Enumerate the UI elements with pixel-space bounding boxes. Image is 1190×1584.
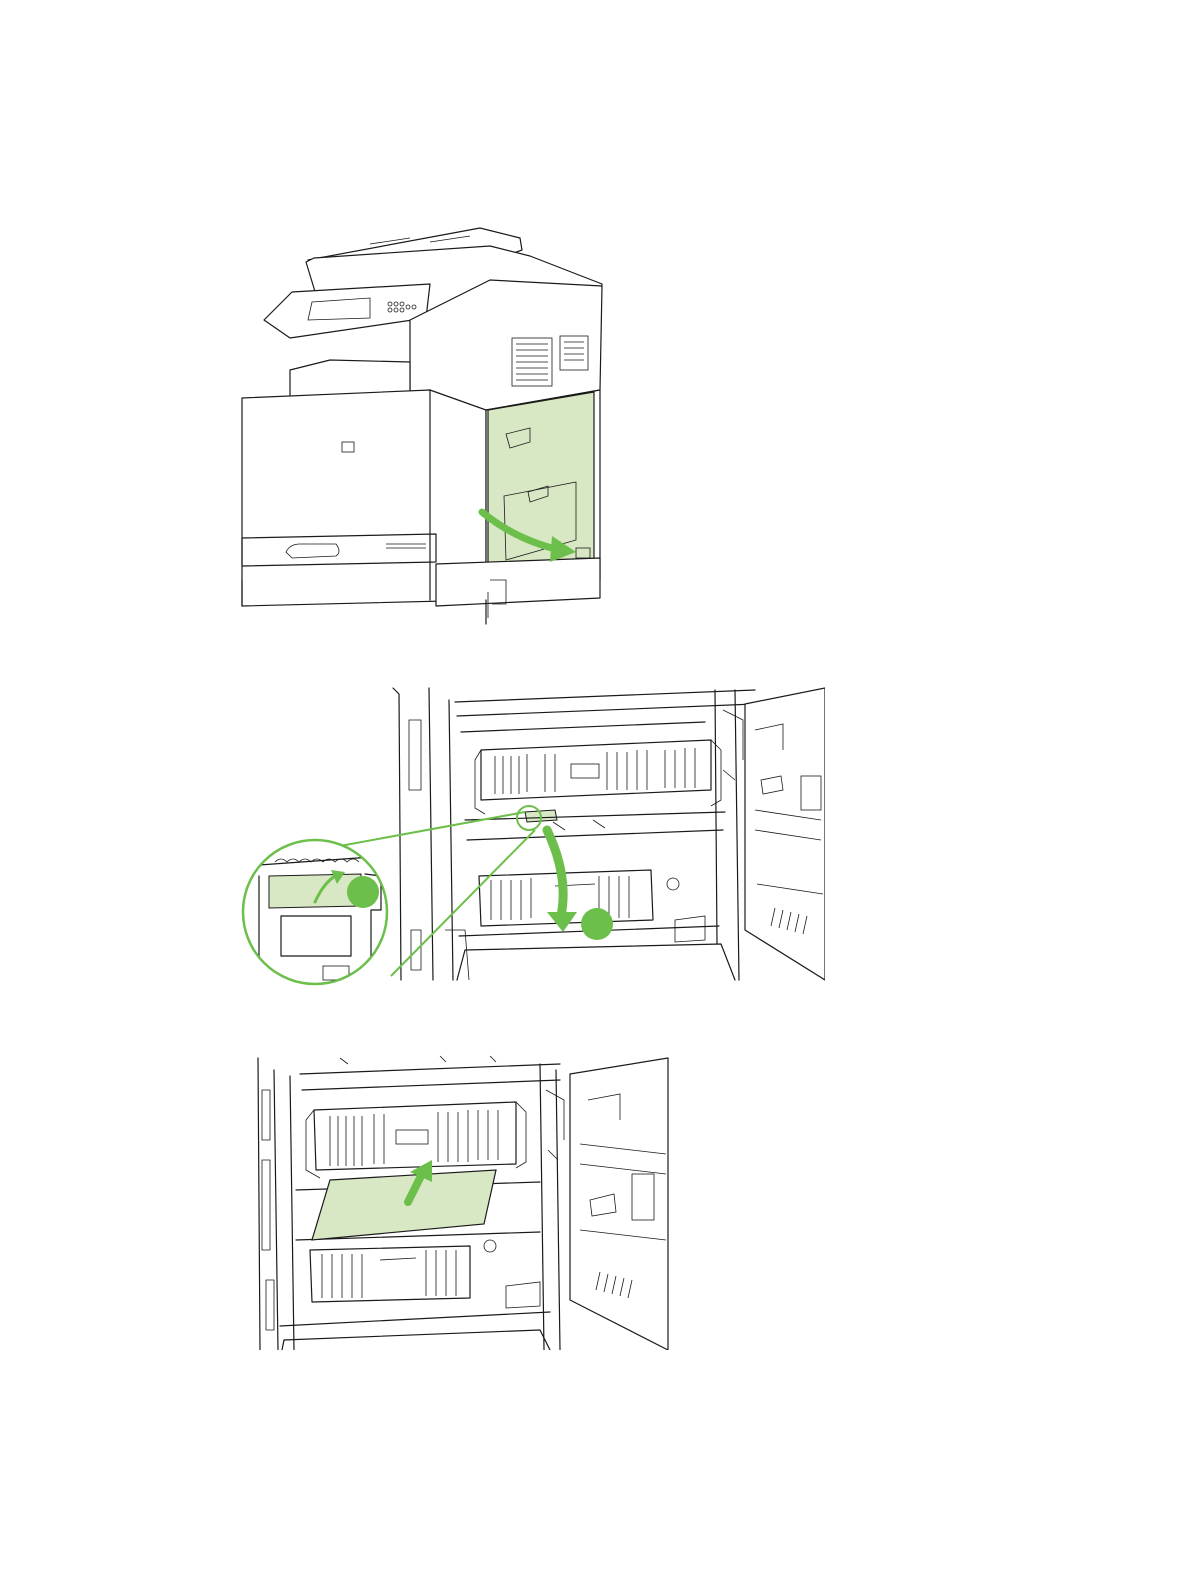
paper-sheet-icon [312,1170,496,1240]
figure-remove-paper [240,1050,680,1350]
figure-lower-fuser-door [235,680,825,990]
interior-illustration [235,680,825,990]
callout-dot-icon [581,908,613,940]
callout-dot-icon [347,876,379,908]
paper-removal-illustration [240,1050,680,1350]
printer-illustration [230,220,610,630]
figure-open-right-door [230,220,610,630]
